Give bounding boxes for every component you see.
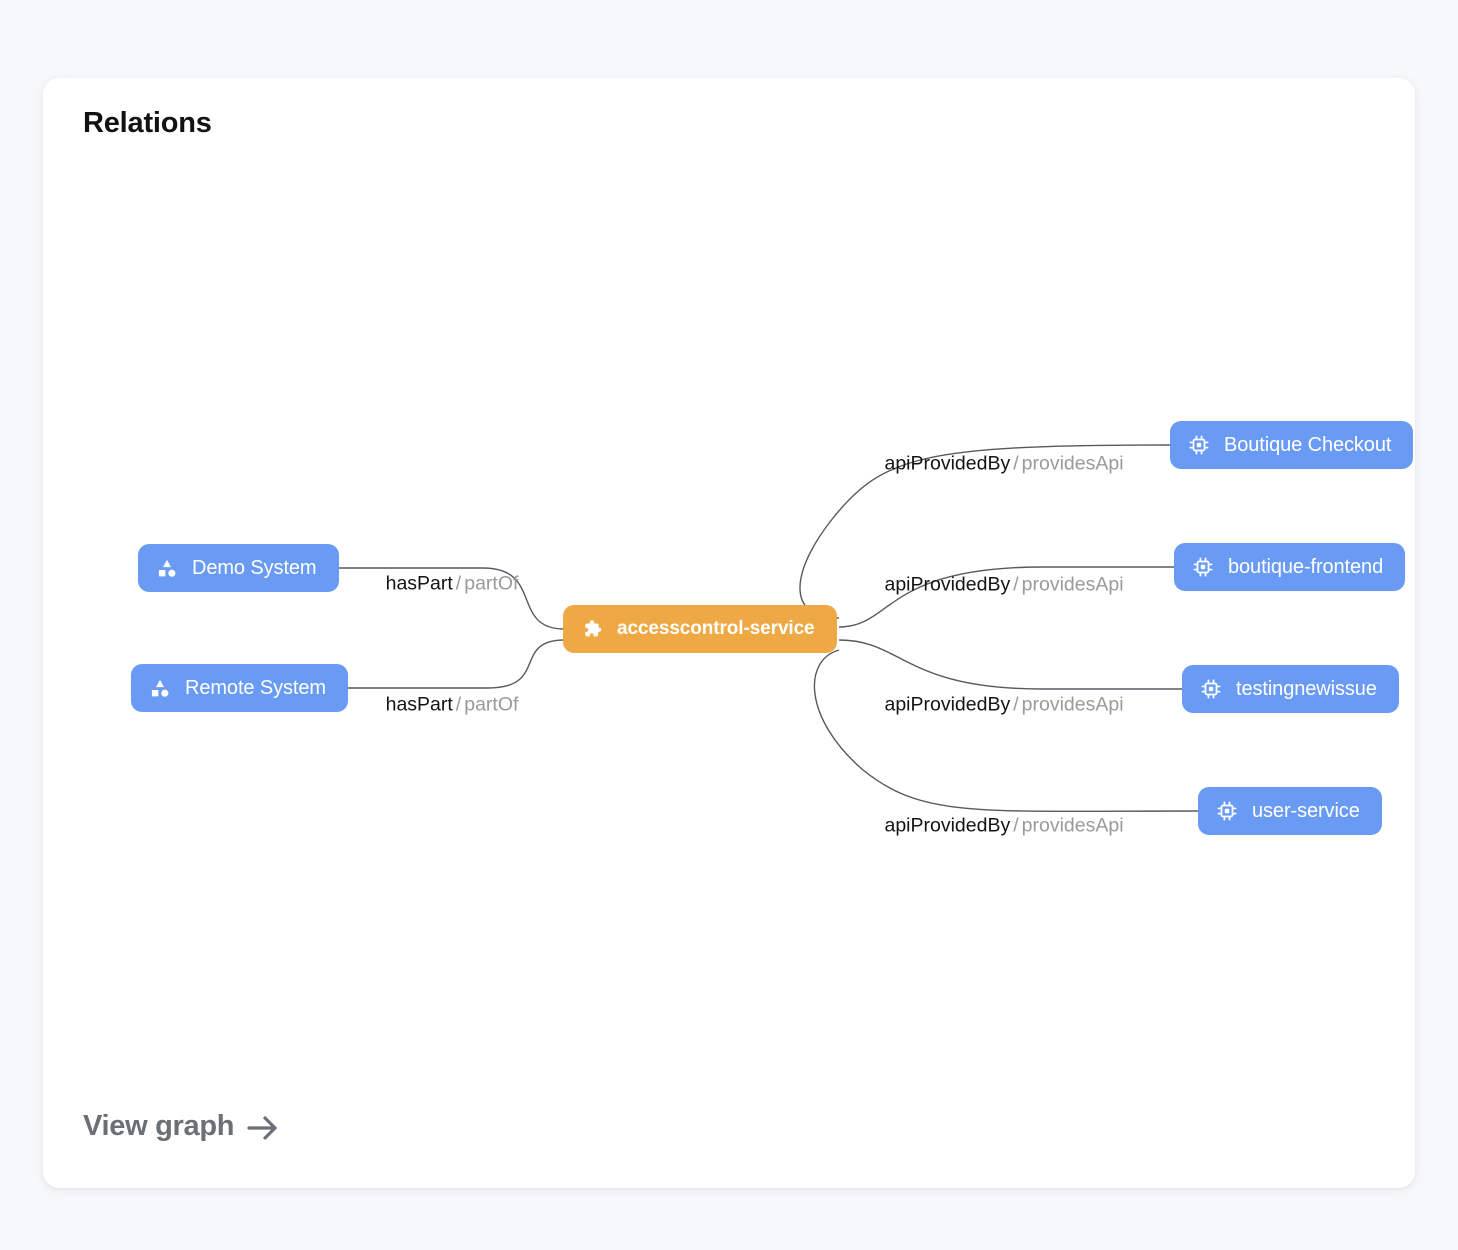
edge-remote-system	[343, 639, 564, 689]
graph-node-label: user-service	[1252, 799, 1360, 822]
graph-node-label: Remote System	[185, 676, 326, 699]
edge-user-service-label: apiProvidedBy/providesApi	[884, 815, 1123, 838]
graph-node-boutique-checkout[interactable]: Boutique Checkout	[1170, 421, 1414, 469]
graph-node-remote-system[interactable]: Remote System	[131, 664, 348, 712]
view-graph-label: View graph	[83, 1110, 235, 1142]
edge-label-reverse: partOf	[464, 572, 519, 595]
edge-testingnewissue	[838, 639, 1182, 690]
edge-label-separator: /	[1013, 573, 1019, 596]
chip-icon	[1200, 678, 1222, 700]
graph-node-accesscontrol-service[interactable]: accesscontrol-service	[563, 605, 837, 653]
edge-label-separator: /	[1013, 814, 1019, 837]
edge-label-forward: hasPart	[385, 572, 453, 595]
edge-remote-system-label: hasPart/partOf	[386, 694, 519, 717]
edge-label-separator: /	[455, 572, 462, 595]
graph-node-label: Demo System	[192, 556, 317, 579]
edge-testingnewissue-label: apiProvidedBy/providesApi	[884, 694, 1123, 717]
edge-label-reverse: providesApi	[1021, 452, 1124, 475]
edge-label-forward: apiProvidedBy	[884, 814, 1011, 837]
edge-label-separator: /	[1013, 452, 1019, 475]
edge-label-forward: apiProvidedBy	[884, 573, 1011, 596]
edge-boutique-frontend	[838, 566, 1174, 628]
graph-node-user-service[interactable]: user-service	[1198, 787, 1382, 835]
puzzle-piece-icon	[581, 618, 603, 640]
edge-boutique-checkout	[799, 444, 1171, 619]
edge-boutique-checkout-label: apiProvidedBy/providesApi	[884, 453, 1123, 476]
edge-label-forward: hasPart	[385, 693, 453, 716]
chip-icon	[1188, 434, 1210, 456]
graph-node-demo-system[interactable]: Demo System	[138, 544, 339, 592]
edge-label-separator: /	[1013, 693, 1019, 716]
edge-label-separator: /	[455, 693, 462, 716]
chip-icon	[1216, 800, 1238, 822]
edge-label-reverse: partOf	[464, 693, 519, 716]
shapes-icon	[156, 557, 178, 579]
page-title: Relations	[83, 107, 212, 139]
graph-node-label: boutique-frontend	[1228, 555, 1384, 578]
edge-user-service	[813, 649, 1199, 813]
chip-icon	[1192, 556, 1214, 578]
edge-label-reverse: providesApi	[1021, 814, 1124, 837]
edge-label-forward: apiProvidedBy	[884, 693, 1011, 716]
edge-label-forward: apiProvidedBy	[884, 452, 1011, 475]
graph-node-label: Boutique Checkout	[1224, 433, 1392, 456]
arrow-right-icon	[246, 1113, 280, 1143]
graph-node-label: testingnewissue	[1236, 677, 1377, 700]
graph-node-boutique-frontend[interactable]: boutique-frontend	[1174, 543, 1406, 591]
relations-card: Relations accesscontrol-service Demo Syst…	[43, 78, 1415, 1188]
graph-node-label: accesscontrol-service	[617, 618, 815, 639]
edge-demo-system-label: hasPart/partOf	[386, 573, 519, 596]
graph-node-testingnewissue[interactable]: testingnewissue	[1182, 665, 1399, 713]
edge-label-reverse: providesApi	[1021, 693, 1124, 716]
edge-boutique-frontend-label: apiProvidedBy/providesApi	[884, 574, 1123, 597]
shapes-icon	[149, 677, 171, 699]
view-graph-link[interactable]: View graph	[83, 1110, 280, 1143]
edge-demo-system	[336, 567, 564, 630]
edge-label-reverse: providesApi	[1021, 573, 1124, 596]
